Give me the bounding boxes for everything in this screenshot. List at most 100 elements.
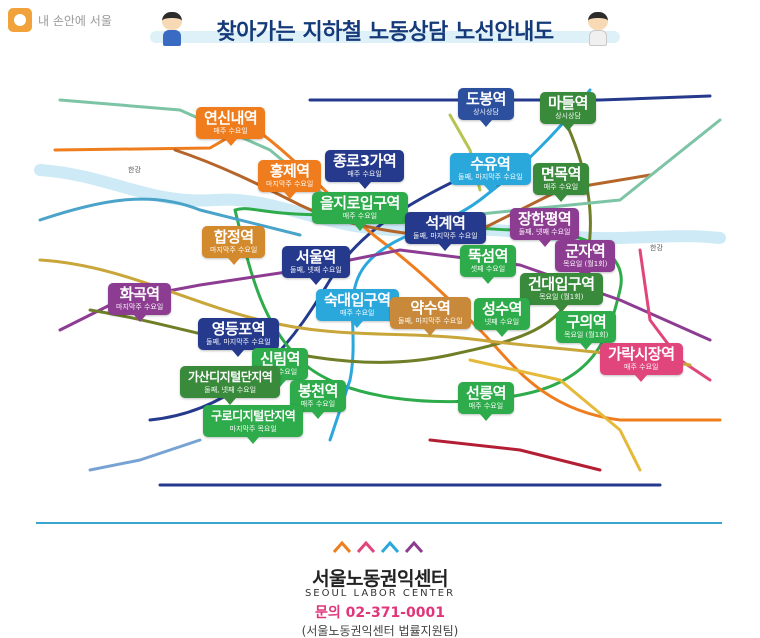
footer: 서울노동권익센터 SEOUL LABOR CENTER 문의 02-371-00… bbox=[0, 540, 760, 638]
station-name: 마들역 bbox=[548, 94, 588, 112]
station-name: 홍제역 bbox=[269, 162, 310, 180]
station-schedule: 마지막주 수요일 bbox=[116, 303, 164, 311]
station-gasan-digital: 가산디지털단지역 둘째, 넷째 수요일 bbox=[180, 366, 281, 405]
station-hongje: 홍제역 마지막주 수요일 bbox=[258, 160, 322, 199]
line-8-track bbox=[638, 248, 712, 382]
station-yaksu: 약수역 둘째, 마지막주 수요일 bbox=[390, 297, 471, 336]
station-hapjeong: 합정역 마지막주 수요일 bbox=[202, 226, 266, 265]
station-myeonmok: 면목역 매주 수요일 bbox=[533, 163, 589, 202]
station-schedule: 둘째, 넷째 수요일 bbox=[518, 228, 571, 236]
station-hwagok: 화곡역 마지막주 수요일 bbox=[108, 283, 172, 322]
station-garak-market: 가락시장역 매주 수요일 bbox=[600, 343, 683, 382]
station-name: 구의역 bbox=[566, 313, 607, 331]
station-yeonsinnae: 연신내역 매주 수요일 bbox=[196, 107, 266, 146]
station-ttukseom: 뚝섬역 셋째 수요일 bbox=[460, 245, 516, 284]
labor-center-logo-icon bbox=[332, 540, 424, 553]
station-dobong: 도봉역 상시상담 bbox=[458, 88, 514, 127]
han-river-label: 한강 bbox=[128, 165, 141, 174]
station-schedule: 상시상담 bbox=[473, 108, 499, 116]
station-jongno3ga: 종로3가역 매주 수요일 bbox=[325, 150, 405, 189]
station-schedule: 둘째, 마지막주 수요일 bbox=[398, 317, 463, 325]
station-schedule: 매주 수요일 bbox=[468, 402, 504, 410]
brand-logo: 내 손안에 서울 bbox=[8, 8, 112, 32]
station-seokgye: 석계역 둘째, 마지막주 수요일 bbox=[405, 212, 486, 251]
station-name: 장한평역 bbox=[518, 210, 572, 228]
station-janghanpyeong: 장한평역 둘째, 넷째 수요일 bbox=[510, 208, 580, 247]
station-schedule: 둘째, 마지막주 수요일 bbox=[458, 173, 523, 181]
station-schedule: 둘째, 마지막주 수요일 bbox=[413, 232, 478, 240]
station-schedule: 매주 수요일 bbox=[340, 309, 375, 317]
airport-line-track bbox=[38, 197, 302, 237]
station-name: 숙대입구역 bbox=[324, 291, 391, 309]
seoul-app-icon bbox=[8, 8, 32, 32]
mascot-girl-icon bbox=[586, 10, 610, 46]
mascot-boy-icon bbox=[160, 10, 184, 46]
han-river-label: 한강 bbox=[650, 243, 663, 252]
station-name: 뚝섬역 bbox=[468, 247, 508, 265]
line-9-track bbox=[38, 258, 692, 367]
station-schedule: 목요일 (월1회) bbox=[563, 260, 608, 268]
station-name: 구로디지털단지역 bbox=[211, 409, 296, 423]
station-name: 약수역 bbox=[410, 299, 451, 317]
station-seongsu: 성수역 넷째 수요일 bbox=[474, 298, 530, 337]
station-schedule: 매주 수요일 bbox=[300, 400, 336, 408]
station-name: 건대입구역 bbox=[528, 275, 595, 293]
station-gunja: 군자역 목요일 (월1회) bbox=[555, 240, 616, 279]
org-name-en: SEOUL LABOR CENTER bbox=[304, 588, 456, 599]
station-name: 연신내역 bbox=[204, 109, 258, 127]
station-name: 선릉역 bbox=[466, 384, 506, 402]
station-schedule: 둘째, 넷째 수요일 bbox=[204, 386, 257, 394]
station-schedule: 셋째 수요일 bbox=[470, 265, 506, 273]
station-schedule: 매주 수요일 bbox=[543, 183, 579, 191]
station-guui: 구의역 목요일 (월1회) bbox=[556, 311, 617, 350]
station-name: 수유역 bbox=[470, 155, 511, 173]
station-seolleung: 선릉역 매주 수요일 bbox=[458, 382, 514, 421]
station-name: 영등포역 bbox=[211, 320, 266, 338]
station-seoul: 서울역 둘째, 넷째 수요일 bbox=[282, 246, 350, 285]
station-name: 성수역 bbox=[482, 300, 522, 318]
station-yeongdeungpo: 영등포역 둘째, 마지막주 수요일 bbox=[198, 318, 279, 357]
station-name: 종로3가역 bbox=[333, 152, 397, 170]
station-schedule: 둘째, 마지막주 수요일 bbox=[206, 338, 271, 346]
station-guro-digital: 구로디지털단지역 마지막주 목요일 bbox=[203, 405, 304, 444]
station-schedule: 매주 수요일 bbox=[213, 127, 248, 135]
station-name: 면목역 bbox=[541, 165, 581, 183]
station-konkuk-univ: 건대입구역 목요일 (월1회) bbox=[520, 273, 603, 312]
station-schedule: 목요일 (월1회) bbox=[564, 331, 609, 339]
station-schedule: 마지막주 수요일 bbox=[266, 180, 314, 188]
station-sookmyung-univ: 숙대입구역 매주 수요일 bbox=[316, 289, 399, 328]
org-name: 서울노동권익센터 bbox=[312, 568, 448, 590]
station-euljiro-ipgu: 을지로입구역 매주 수요일 bbox=[312, 192, 408, 231]
station-name: 가락시장역 bbox=[608, 345, 675, 363]
footer-divider bbox=[36, 522, 722, 524]
extra-line-track bbox=[88, 438, 202, 472]
sinbundang-line-track bbox=[428, 438, 602, 472]
subway-map: 한강 한강 bbox=[34, 88, 726, 487]
station-schedule: 매주 수요일 bbox=[624, 363, 659, 371]
station-name: 가산디지털단지역 bbox=[188, 370, 273, 384]
header-underline bbox=[150, 31, 620, 43]
station-madeul: 마들역 상시상담 bbox=[540, 92, 596, 131]
station-schedule: 매주 수요일 bbox=[342, 212, 378, 220]
page-header: 찾아가는 지하철 노동상담 노선안내도 bbox=[150, 10, 620, 46]
station-schedule: 둘째, 넷째 수요일 bbox=[290, 266, 342, 274]
station-name: 봉천역 bbox=[298, 382, 338, 400]
station-name: 신림역 bbox=[260, 350, 300, 368]
station-schedule: 상시상담 bbox=[555, 112, 581, 120]
station-schedule: 마지막주 목요일 bbox=[229, 425, 277, 433]
station-name: 석계역 bbox=[425, 214, 466, 232]
brand-text: 내 손안에 서울 bbox=[38, 13, 112, 28]
page-title: 찾아가는 지하철 노동상담 노선안내도 bbox=[216, 20, 554, 45]
station-schedule: 목요일 (월1회) bbox=[539, 293, 584, 301]
bundang-line-track bbox=[468, 358, 642, 472]
station-name: 군자역 bbox=[565, 242, 606, 260]
contact-phone: 문의 02-371-0001 bbox=[315, 605, 445, 621]
station-schedule: 넷째 수요일 bbox=[484, 318, 520, 326]
station-name: 화곡역 bbox=[119, 285, 160, 303]
station-name: 을지로입구역 bbox=[320, 194, 400, 212]
station-name: 도봉역 bbox=[466, 90, 506, 108]
station-name: 서울역 bbox=[295, 248, 336, 266]
station-schedule: 마지막주 수요일 bbox=[210, 246, 258, 254]
station-name: 합정역 bbox=[213, 228, 254, 246]
station-suyu: 수유역 둘째, 마지막주 수요일 bbox=[450, 153, 531, 192]
